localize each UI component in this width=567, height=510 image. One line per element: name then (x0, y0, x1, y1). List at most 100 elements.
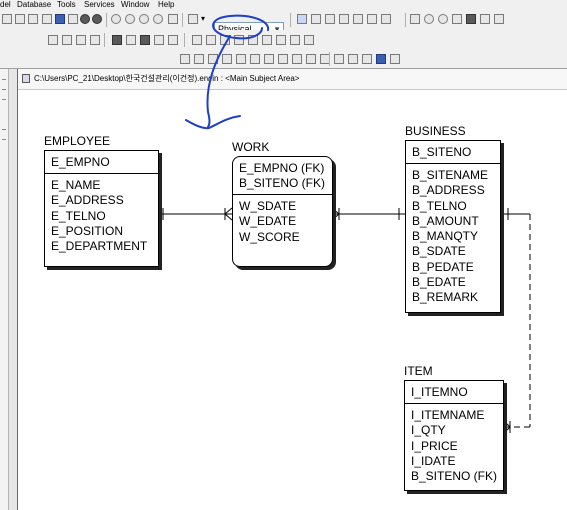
italic-icon[interactable] (62, 35, 72, 45)
save-icon[interactable] (28, 14, 38, 24)
business-work-relationship[interactable] (331, 207, 405, 221)
layout-icon[interactable] (234, 35, 244, 45)
underline-icon[interactable] (76, 35, 86, 45)
rounded-rect-icon[interactable] (424, 14, 434, 24)
display-level-icon[interactable] (194, 54, 204, 64)
zoom-reset-icon[interactable] (153, 14, 163, 24)
stop-icon[interactable] (80, 14, 90, 24)
attribute[interactable]: B_SITENAME (412, 168, 489, 182)
fill-icon[interactable] (480, 14, 490, 24)
diagram-icon[interactable] (334, 54, 344, 64)
attribute[interactable]: B_MANQTY (412, 229, 479, 244)
layout-icon[interactable] (192, 35, 202, 45)
attribute[interactable]: B_TELNO (412, 198, 467, 213)
splitter[interactable] (9, 69, 17, 510)
attribute[interactable]: E_TELNO (51, 208, 106, 223)
print-icon[interactable] (42, 14, 52, 24)
export-icon[interactable] (68, 14, 78, 24)
display-level-icon[interactable] (250, 54, 260, 64)
open-icon[interactable] (15, 14, 25, 24)
attribute[interactable]: I_IDATE (411, 453, 456, 468)
menu-model[interactable]: del (0, 0, 11, 9)
entity-business[interactable]: B_SITENO B_SITENAME B_ADDRESS B_TELNO B_… (405, 140, 501, 313)
business-item-relationship[interactable] (501, 208, 531, 434)
strikeout-icon[interactable] (90, 35, 100, 45)
pen-icon[interactable] (466, 14, 476, 24)
font-icon[interactable] (494, 14, 504, 24)
ellipse-icon[interactable] (438, 14, 448, 24)
attribute[interactable]: B_AMOUNT (412, 213, 479, 228)
entity-work[interactable]: E_EMPNO (FK) B_SITENO (FK) W_SDATE W_EDA… (232, 156, 333, 267)
new-icon[interactable] (2, 14, 12, 24)
distribute-icon[interactable] (154, 35, 164, 45)
key-attribute[interactable]: E_EMPNO (FK) (239, 161, 325, 175)
attribute[interactable]: E_NAME (51, 178, 101, 192)
menu-window[interactable]: Window (121, 0, 150, 9)
attribute[interactable]: I_PRICE (411, 438, 458, 453)
align-center-icon[interactable] (126, 35, 136, 45)
entity-tool-icon[interactable] (311, 14, 321, 24)
attribute[interactable]: B_EDATE (412, 275, 466, 290)
download-arrow-icon[interactable]: ▾ (201, 14, 206, 23)
many-to-many-rel-icon[interactable] (381, 14, 391, 24)
view-tool-icon[interactable] (325, 14, 335, 24)
pointer-icon[interactable] (297, 14, 307, 24)
key-attribute[interactable]: B_SITENO (412, 145, 472, 159)
display-level-icon[interactable] (222, 54, 232, 64)
model-explorer-pane[interactable] (0, 69, 9, 510)
diagram-icon[interactable] (390, 54, 400, 64)
display-level-icon[interactable] (292, 54, 302, 64)
align-left-icon[interactable] (112, 35, 122, 45)
zoom-window-icon[interactable] (168, 14, 178, 24)
line-icon[interactable] (452, 14, 462, 24)
attribute[interactable]: I_ITEMNAME (411, 408, 485, 422)
attribute[interactable]: B_REMARK (412, 290, 479, 305)
key-attribute[interactable]: E_EMPNO (51, 155, 110, 169)
layout-icon[interactable] (206, 35, 216, 45)
menu-services[interactable]: Services (84, 0, 115, 9)
identifying-rel-icon[interactable] (353, 14, 363, 24)
menu-tools[interactable]: Tools (57, 0, 76, 9)
zoom-in-icon[interactable] (111, 14, 121, 24)
attribute[interactable]: E_DEPARTMENT (51, 239, 148, 254)
align-right-icon[interactable] (140, 35, 150, 45)
layout-icon[interactable] (276, 35, 286, 45)
zoom-fit-icon[interactable] (139, 14, 149, 24)
text-block-icon[interactable] (339, 14, 349, 24)
diagram-icon[interactable] (362, 54, 372, 64)
attribute[interactable]: W_SCORE (239, 229, 300, 244)
attribute[interactable]: I_QTY (411, 423, 446, 438)
attribute[interactable]: W_SDATE (239, 199, 297, 213)
diagram-icon[interactable] (376, 54, 386, 64)
layout-icon[interactable] (262, 35, 272, 45)
layout-icon[interactable] (290, 35, 300, 45)
record-icon[interactable] (92, 14, 102, 24)
display-level-icon[interactable] (264, 54, 274, 64)
zoom-out-icon[interactable] (125, 14, 135, 24)
key-attribute[interactable]: I_ITEMNO (411, 385, 468, 399)
attribute[interactable]: B_SITENO (FK) (411, 469, 498, 484)
entity-employee[interactable]: E_EMPNO E_NAME E_ADDRESS E_TELNO E_POSIT… (44, 150, 159, 267)
employee-work-relationship[interactable] (157, 207, 233, 221)
menu-help[interactable]: Help (158, 0, 175, 9)
view-icon[interactable] (188, 14, 198, 24)
display-level-icon[interactable] (180, 54, 190, 64)
menu-database[interactable]: Database (17, 0, 52, 9)
diagram-icon[interactable] (348, 54, 358, 64)
attribute[interactable]: E_POSITION (51, 223, 124, 238)
display-level-icon[interactable] (278, 54, 288, 64)
attribute[interactable]: B_ADDRESS (412, 183, 485, 198)
entity-item[interactable]: I_ITEMNO I_ITEMNAME I_QTY I_PRICE I_IDAT… (404, 380, 504, 491)
bold-icon[interactable] (48, 35, 58, 45)
attribute[interactable]: B_SDATE (412, 244, 466, 259)
report-icon[interactable] (55, 14, 65, 24)
display-level-icon[interactable] (236, 54, 246, 64)
layout-icon[interactable] (304, 35, 314, 45)
key-attribute[interactable]: B_SITENO (FK) (239, 176, 326, 190)
layout-icon[interactable] (248, 35, 258, 45)
display-level-icon[interactable] (306, 54, 316, 64)
non-identifying-rel-icon[interactable] (367, 14, 377, 24)
rectangle-icon[interactable] (410, 14, 420, 24)
same-size-icon[interactable] (168, 35, 178, 45)
attribute[interactable]: W_EDATE (239, 214, 297, 229)
